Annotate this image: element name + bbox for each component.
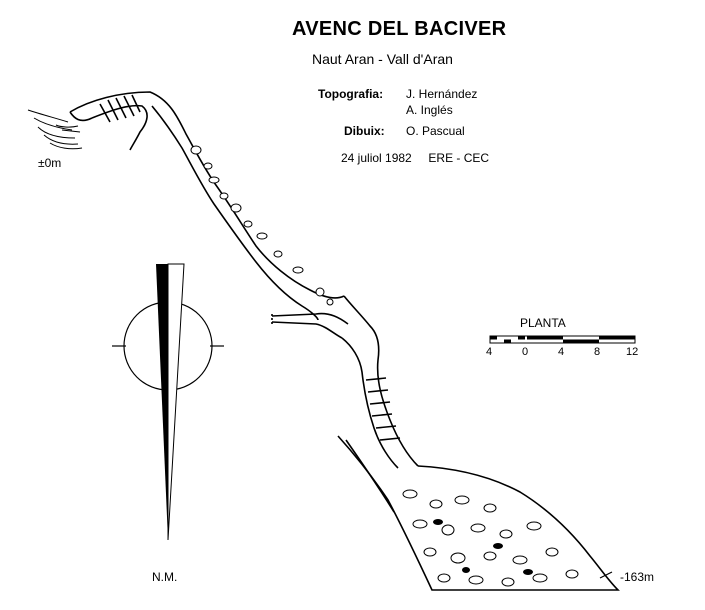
entrance-surface-contours bbox=[27, 109, 83, 150]
map-location: Naut Aran - Vall d'Aran bbox=[312, 51, 453, 67]
topografia-label: Topografia: bbox=[318, 87, 384, 101]
scale-tick-label: 8 bbox=[594, 346, 601, 358]
north-arrow-light bbox=[167, 263, 185, 541]
bottom-exit-line bbox=[599, 571, 613, 579]
side-passage bbox=[271, 312, 349, 339]
topografia-name-2: A. Inglés bbox=[406, 103, 453, 117]
upper-passage-boulders bbox=[190, 145, 334, 306]
scale-tick-label: 12 bbox=[626, 346, 639, 358]
topografia-name-1: J. Hernández bbox=[406, 87, 478, 101]
bottom-chamber-boulders bbox=[402, 489, 579, 587]
dibuix-label: Dibuix: bbox=[344, 124, 385, 138]
scale-tick-label: 0 bbox=[522, 346, 529, 358]
scale-bar-title: PLANTA bbox=[520, 316, 566, 330]
survey-date-line: 24 juliol 1982 ERE - CEC bbox=[341, 151, 490, 165]
entrance-depth-label: ±0m bbox=[38, 156, 62, 170]
upper-passage bbox=[69, 91, 345, 321]
dibuix-name: O. Pascual bbox=[406, 124, 465, 138]
north-arrow-dark bbox=[156, 264, 168, 540]
bottom-chamber-dark-blocks bbox=[433, 519, 533, 575]
compass-label: N.M. bbox=[152, 570, 178, 584]
scale-tick-label: 4 bbox=[486, 346, 493, 358]
scale-bar bbox=[489, 335, 636, 344]
compass-rose bbox=[112, 263, 224, 541]
middle-passage bbox=[341, 295, 419, 469]
map-title: AVENC DEL BACIVER bbox=[292, 18, 507, 40]
bottom-depth-label: -163m bbox=[620, 570, 655, 584]
scale-tick-label: 4 bbox=[558, 346, 565, 358]
bottom-chamber bbox=[337, 435, 620, 591]
